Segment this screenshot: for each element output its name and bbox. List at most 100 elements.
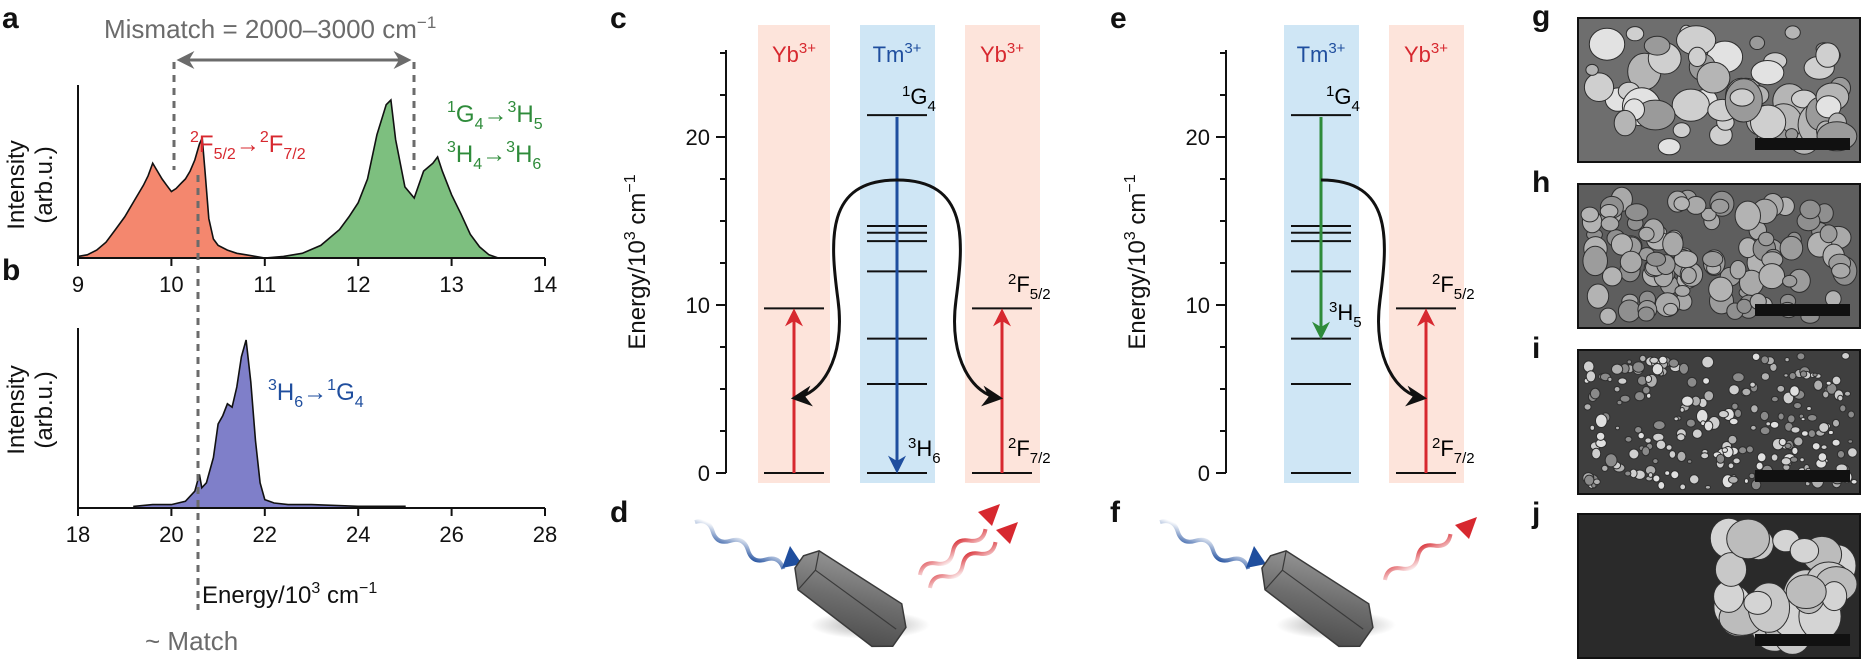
sem-grain [1613,109,1637,137]
level-label-f72: 2F7/2 [1432,435,1475,467]
photon-wave-icon [1159,519,1251,570]
sem-grain [1841,352,1850,360]
sem-grain [1599,204,1619,219]
y-tick-label: 10 [1186,293,1210,318]
sem-grain [1831,263,1851,279]
sem-grain [1619,394,1631,403]
sem-grain [1585,63,1599,76]
sem-grain [1591,447,1602,460]
sem-grain [1691,428,1703,439]
sem-grain [1793,436,1804,447]
photon-wave-icon [918,528,988,576]
panel-label-i: i [1532,332,1540,365]
sem-grain [1836,450,1846,459]
sem-grain [1617,377,1628,385]
sem-grain [1782,274,1798,288]
energy-transfer-arrow-icon [1320,178,1428,407]
sem-grain [1652,458,1659,465]
sem-grain [1799,457,1805,463]
sem-grain [1827,429,1834,436]
sem-grain [1688,46,1707,68]
sem-grain [1826,382,1838,395]
sem-grain [1715,453,1726,464]
sem-grain [1777,412,1785,421]
sem-grain [1748,472,1756,480]
sem-grain [1588,27,1626,61]
sem-grain [1624,436,1633,443]
sem-grain [1700,207,1717,222]
sem-grain [1728,475,1739,484]
series-area-1 [264,98,499,259]
panel-b-series [133,339,406,509]
sem-grain [1704,485,1712,490]
sem-h-texture [1580,186,1858,325]
panel-label-j: j [1531,497,1540,530]
sem-grain [1755,461,1764,471]
sem-grain [1678,362,1690,375]
sem-grain [1703,420,1714,432]
sem-grain [1847,410,1855,419]
sem-grain [1785,574,1827,610]
sem-grain [1758,231,1775,247]
sem-grain [1668,450,1677,459]
sem-grain [1788,372,1797,380]
sem-grain [1648,472,1654,478]
photon-arrowhead-icon [1246,546,1266,568]
sem-grain [1783,373,1789,378]
sem-grain [1641,446,1651,457]
sem-grain [1701,355,1715,369]
sem-grain [1607,376,1613,383]
sem-grain [1778,437,1787,447]
sem-grain [1599,307,1617,325]
level-label-h6: 3H6 [908,435,941,467]
sem-grain [1728,384,1740,396]
sem-grain [1734,408,1742,419]
scale-bar-icon [1755,304,1850,316]
sem-grain [1602,266,1623,287]
sem-grain [1673,196,1690,212]
sem-grain [1700,452,1710,460]
x-tick-label: 28 [533,522,557,547]
sem-grain [1784,357,1790,363]
sem-grain [1674,285,1691,297]
sem-grain [1600,216,1620,232]
panel-b-ylabel-2: (arb.u.) [31,371,58,448]
sem-grain [1817,452,1828,462]
x-tick-label: 24 [346,522,370,547]
x-tick-label: 10 [159,272,183,297]
sem-grain [1668,358,1679,368]
sem-grain [1771,395,1779,403]
sem-grain [1847,447,1858,458]
sem-grain [1837,394,1844,402]
x-tick-label: 11 [253,272,276,297]
sem-grain [1595,413,1608,428]
sem-grain [1689,474,1700,485]
y-tick-label: 20 [1186,125,1210,150]
sem-grain [1637,431,1645,440]
sem-grain [1632,361,1645,373]
panel-label-c: c [610,2,627,35]
sem-grain [1646,251,1667,267]
sem-grain [1662,231,1684,257]
sem-image-i [1577,349,1861,495]
sem-grain [1765,421,1771,427]
sem-grain [1702,251,1724,268]
sem-image-g [1577,17,1861,163]
sem-grain [1732,372,1745,383]
sem-grain [1791,446,1799,455]
sem-grain [1703,390,1715,402]
sem-grain [1696,61,1731,94]
sem-grain [1743,478,1749,484]
sem-grain [1796,352,1806,361]
sem-grain [1731,402,1739,410]
sem-grain [1759,410,1770,422]
photon-wave-icon [928,541,998,589]
sem-grain [1831,375,1842,386]
sem-grain [1787,414,1796,424]
sem-grain [1649,356,1659,364]
sem-grain [1750,424,1757,431]
sem-grain [1759,426,1771,436]
sem-grain [1634,391,1646,402]
